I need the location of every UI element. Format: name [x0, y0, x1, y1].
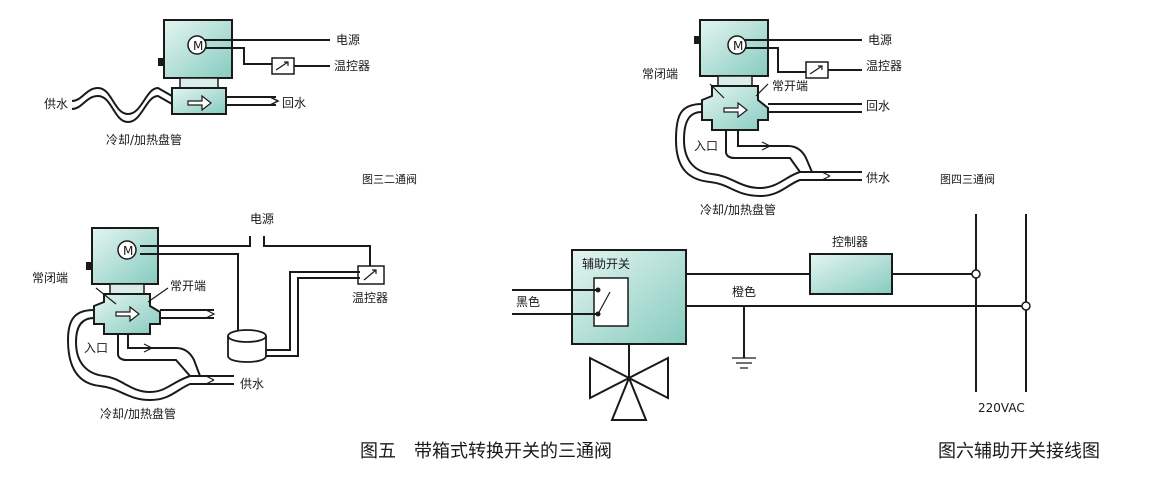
ground-icon: [732, 357, 756, 369]
coil-pipe-inner: [74, 317, 234, 394]
label-aux-switch: 辅助开关: [582, 257, 630, 271]
switch-wire-a: [266, 271, 360, 351]
label-supply: 供水: [44, 97, 68, 111]
box-switch-top: [227, 329, 267, 343]
coil-pipe-outer: [66, 309, 234, 402]
coil-pipe-lower: [71, 94, 173, 124]
valve-neck: [717, 75, 753, 87]
nc-leader: [95, 287, 117, 305]
label-coil: 冷却/加热盘管: [700, 202, 776, 217]
black-wire: [512, 289, 598, 315]
caption-fig6: 图六辅助开关接线图: [938, 441, 1100, 462]
no-leader: [755, 83, 769, 97]
actuator-knob: [158, 58, 164, 66]
label-black: 黑色: [516, 295, 540, 309]
inlet-pipe-inner: [127, 334, 201, 377]
figure-6-aux-switch-wiring: 辅助开关 控制器 黑色 橙色 220VAC 图六辅助开关接线图: [512, 214, 1100, 462]
label-thermostat: 温控器: [866, 59, 902, 73]
outlet-pipe: [160, 309, 214, 319]
aux-switch-contact-box: [593, 277, 629, 327]
label-supply: 供水: [866, 171, 890, 185]
label-orange: 橙色: [732, 284, 756, 299]
junction-icon: [971, 269, 981, 279]
outlet-arrow-icon: [205, 309, 216, 319]
label-normally-closed: 常闭端: [32, 271, 68, 285]
thermostat-switch-icon: [275, 61, 289, 71]
label-power: 电源: [868, 33, 892, 47]
flow-arrow-icon: [187, 94, 212, 112]
actuator-knob: [86, 262, 92, 270]
caption-fig3: 图三二通阀: [362, 172, 417, 186]
three-way-valve-icon: [589, 356, 669, 421]
figure-3-two-way-valve: M 电源 温控器 供水 回水 冷却/加热盘管 图三二通阀: [44, 19, 417, 186]
aux-switch-box: [571, 249, 687, 345]
nc-leader: [709, 83, 725, 99]
ac-bus-lines: [975, 214, 1027, 392]
return-pipe: [768, 103, 862, 113]
actuator-knob: [694, 36, 700, 44]
flow-arrow-icon: [115, 305, 140, 323]
box-switch-icon: [227, 336, 267, 363]
inlet-pipe-outer: [725, 130, 801, 173]
coil-pipe-upper: [71, 86, 173, 116]
switch-wire-b: [266, 277, 360, 357]
inlet-arrow-icon: [143, 343, 153, 353]
label-return: 回水: [282, 96, 306, 110]
supply-arrow-icon: [205, 375, 215, 385]
label-controller: 控制器: [832, 235, 868, 249]
valve-neck: [109, 283, 145, 295]
supply-arrow-icon: [821, 171, 831, 181]
coil-pipe-outer: [674, 103, 862, 198]
label-supply: 供水: [240, 377, 264, 391]
label-thermostat: 温控器: [352, 291, 388, 305]
label-power: 电源: [336, 33, 360, 47]
caption-fig5: 图五 带箱式转换开关的三通阀: [360, 441, 612, 462]
motor-icon: [727, 35, 747, 55]
label-voltage: 220VAC: [978, 401, 1025, 415]
controller-box: [809, 253, 893, 295]
caption-fig4: 图四三通阀: [940, 172, 995, 186]
label-normally-open: 常开端: [772, 79, 808, 93]
label-inlet: 入口: [694, 139, 718, 153]
label-normally-open: 常开端: [170, 279, 206, 293]
flow-arrow-icon: [723, 101, 748, 119]
power-wire-b: [140, 253, 239, 330]
control-wire: [206, 47, 272, 65]
motor-label: M: [733, 39, 743, 53]
motor-icon: [187, 35, 207, 55]
no-leader: [147, 287, 169, 303]
label-normally-closed: 常闭端: [642, 67, 678, 81]
thermostat-icon: [357, 265, 385, 285]
motor-label: M: [123, 244, 133, 258]
label-inlet: 入口: [84, 341, 108, 355]
switch-blade-icon: [597, 291, 611, 315]
figure-5-valve-with-box-switch: M 电源 温控器 常闭端 常开端 入口 供水 冷却/加热盘管 图五 带箱式转: [32, 212, 612, 462]
inlet-pipe-outer: [117, 334, 191, 377]
thermostat-switch-icon: [363, 269, 377, 281]
label-return: 回水: [866, 99, 890, 113]
return-pipe: [226, 96, 276, 106]
label-coil: 冷却/加热盘管: [106, 132, 182, 147]
figure-4-three-way-valve: M 电源 温控器 常闭端 常开端 回水 入口 供水 冷却/加热盘管 图四三通阀: [642, 19, 995, 217]
control-wire: [746, 47, 806, 73]
label-thermostat: 温控器: [334, 59, 370, 73]
inlet-pipe-inner: [737, 130, 813, 173]
junction-icon: [1021, 301, 1031, 311]
motor-icon: [117, 240, 137, 260]
return-arrow-icon: [269, 96, 280, 106]
label-coil: 冷却/加热盘管: [100, 406, 176, 421]
motor-label: M: [193, 39, 203, 53]
valve-neck: [179, 77, 219, 89]
thermostat-switch-icon: [809, 65, 823, 75]
inlet-arrow-icon: [761, 141, 771, 151]
power-wire-c: [263, 236, 371, 266]
power-wire-a: [140, 236, 251, 247]
coil-pipe-inner: [682, 111, 862, 190]
label-power: 电源: [250, 212, 274, 226]
